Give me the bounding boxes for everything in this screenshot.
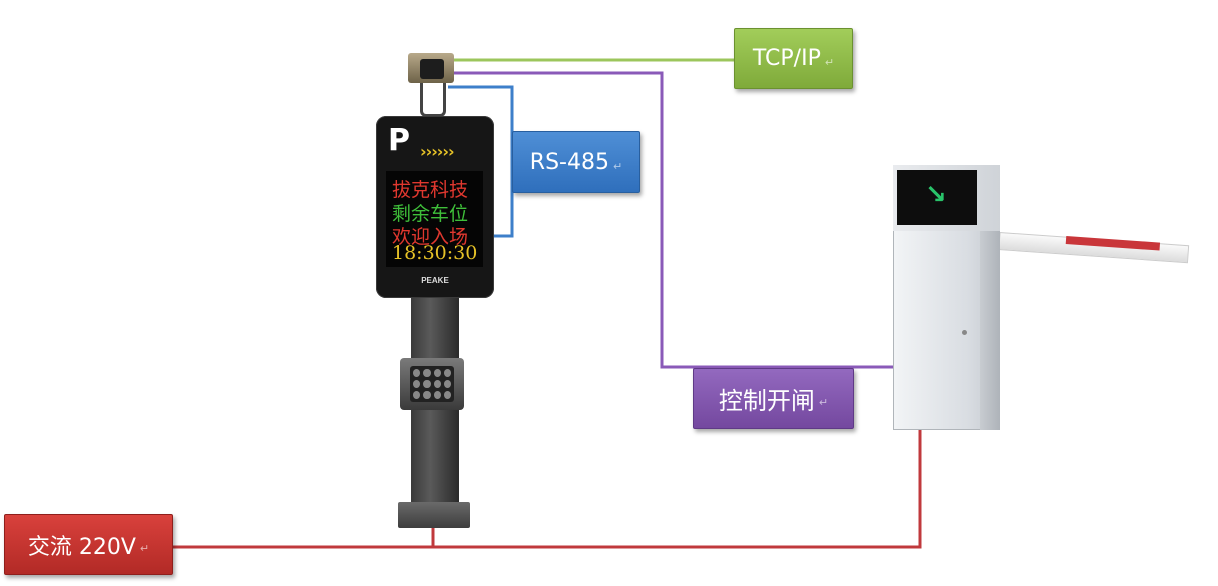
return-mark: ↵ — [139, 542, 150, 555]
return-mark: ↵ — [824, 56, 835, 69]
power-text: 交流 220V — [27, 534, 136, 560]
led-screen — [386, 171, 483, 267]
direction-arrows: ›››››› — [420, 142, 455, 161]
barrier-gate-side — [980, 231, 1000, 430]
tcp-ip-text: TCP/IP — [752, 46, 821, 71]
fill-light-icon — [410, 366, 454, 402]
return-mark: ↵ — [818, 396, 829, 409]
camera-mount — [420, 83, 446, 117]
rs485-label: RS-485↵ — [512, 131, 640, 193]
display-board: P ›››››› PEAKE — [376, 116, 494, 298]
gate-lock — [962, 330, 967, 335]
led-line-2: 剩余车位 — [392, 203, 469, 225]
parking-logo: P — [388, 123, 410, 158]
rs485-text: RS-485 — [529, 149, 609, 175]
green-arrow-icon: ↘ — [925, 180, 947, 210]
tcp-ip-label: TCP/IP↵ — [734, 28, 853, 89]
led-line-1: 拔克科技 — [392, 179, 469, 201]
led-line-3: 欢迎入场 — [392, 226, 469, 248]
board-brand: PEAKE — [421, 276, 449, 285]
return-mark: ↵ — [612, 159, 623, 173]
control-gate-label: 控制开闸↵ — [693, 368, 854, 429]
pole-base — [398, 502, 470, 528]
camera-lens — [420, 59, 444, 79]
led-line-4: 18:30:30 — [392, 242, 478, 264]
power-wire — [171, 430, 922, 549]
control-gate-text: 控制开闸 — [718, 387, 815, 415]
gate-indicator-screen — [897, 170, 977, 225]
power-label: 交流 220V↵ — [4, 514, 173, 575]
control-wire — [446, 71, 895, 369]
